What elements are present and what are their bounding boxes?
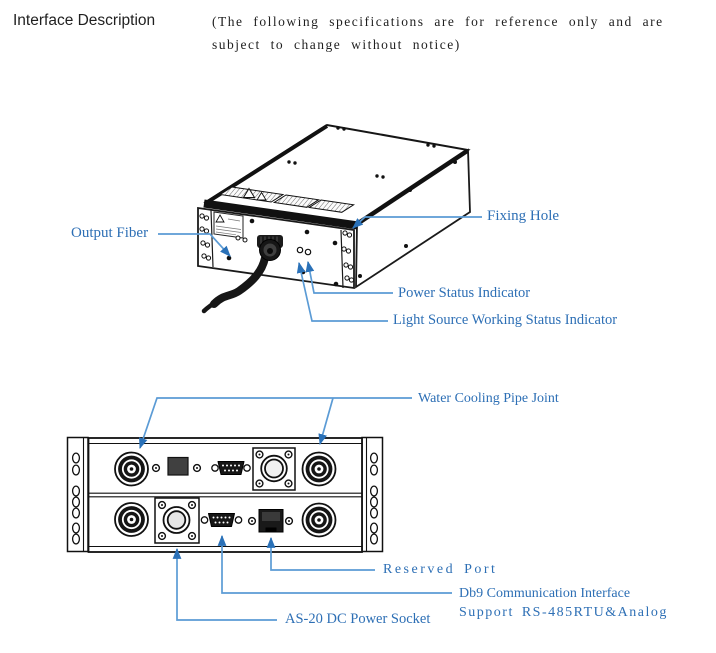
- label-fixing-hole: Fixing Hole: [487, 208, 560, 224]
- top-cover-labels: [218, 186, 356, 213]
- screw: [192, 463, 202, 473]
- reference-note-line2: subject to change without notice): [212, 37, 461, 52]
- flanged-connector-top: [252, 447, 296, 491]
- label-dc-power-socket: AS-20 DC Power Socket: [285, 611, 431, 627]
- screw: [151, 463, 161, 473]
- flange-holes-right: [341, 230, 355, 283]
- isometric-device-diagram: [158, 123, 482, 322]
- top-screws: [287, 126, 436, 179]
- connector-bottom-right: [301, 502, 337, 538]
- label-db9-line2: Support RS-485RTU&Analog: [459, 605, 668, 620]
- indicator-leds: [296, 246, 312, 256]
- screw: [247, 516, 257, 526]
- connector-bottom-left: [114, 502, 149, 537]
- label-power-status-indicator: Power Status Indicator: [398, 285, 531, 301]
- rear-panel-diagram: [66, 397, 452, 621]
- output-fiber-cable: [201, 254, 269, 314]
- rack-ear-right: [361, 436, 384, 553]
- fiber-connector: [257, 235, 283, 261]
- db9-connector-top: [211, 461, 251, 475]
- dc-power-socket: [154, 497, 200, 544]
- screw: [284, 516, 294, 526]
- reference-note-line1: (The following specifications are for re…: [212, 14, 664, 29]
- label-reserved-port: Reserved Port: [383, 562, 498, 577]
- vent-square: [167, 456, 189, 476]
- db9-connector-bottom: [200, 513, 243, 527]
- label-db9-interface: Db9 Communication Interface Support RS-4…: [459, 584, 668, 622]
- reference-note: (The following specifications are for re…: [212, 10, 664, 56]
- diagram2-leader-lines: [139, 397, 452, 621]
- label-db9-line1: Db9 Communication Interface: [459, 586, 631, 601]
- reserved-port-rj45: [258, 509, 284, 533]
- rack-ear-left: [66, 436, 89, 553]
- diagram1-leader-lines: [158, 216, 482, 322]
- label-light-source-status-indicator: Light Source Working Status Indicator: [393, 312, 618, 328]
- page-title: Interface Description: [13, 12, 156, 29]
- label-output-fiber: Output Fiber: [71, 225, 149, 241]
- panel-warning-sticker: [213, 211, 244, 239]
- device-top-face: [203, 123, 471, 230]
- water-cooling-joint-top-left: [114, 451, 149, 487]
- label-water-cooling-pipe-joint: Water Cooling Pipe Joint: [418, 391, 559, 406]
- flange-holes-left: [199, 213, 212, 261]
- water-cooling-joint-top-right: [301, 451, 337, 487]
